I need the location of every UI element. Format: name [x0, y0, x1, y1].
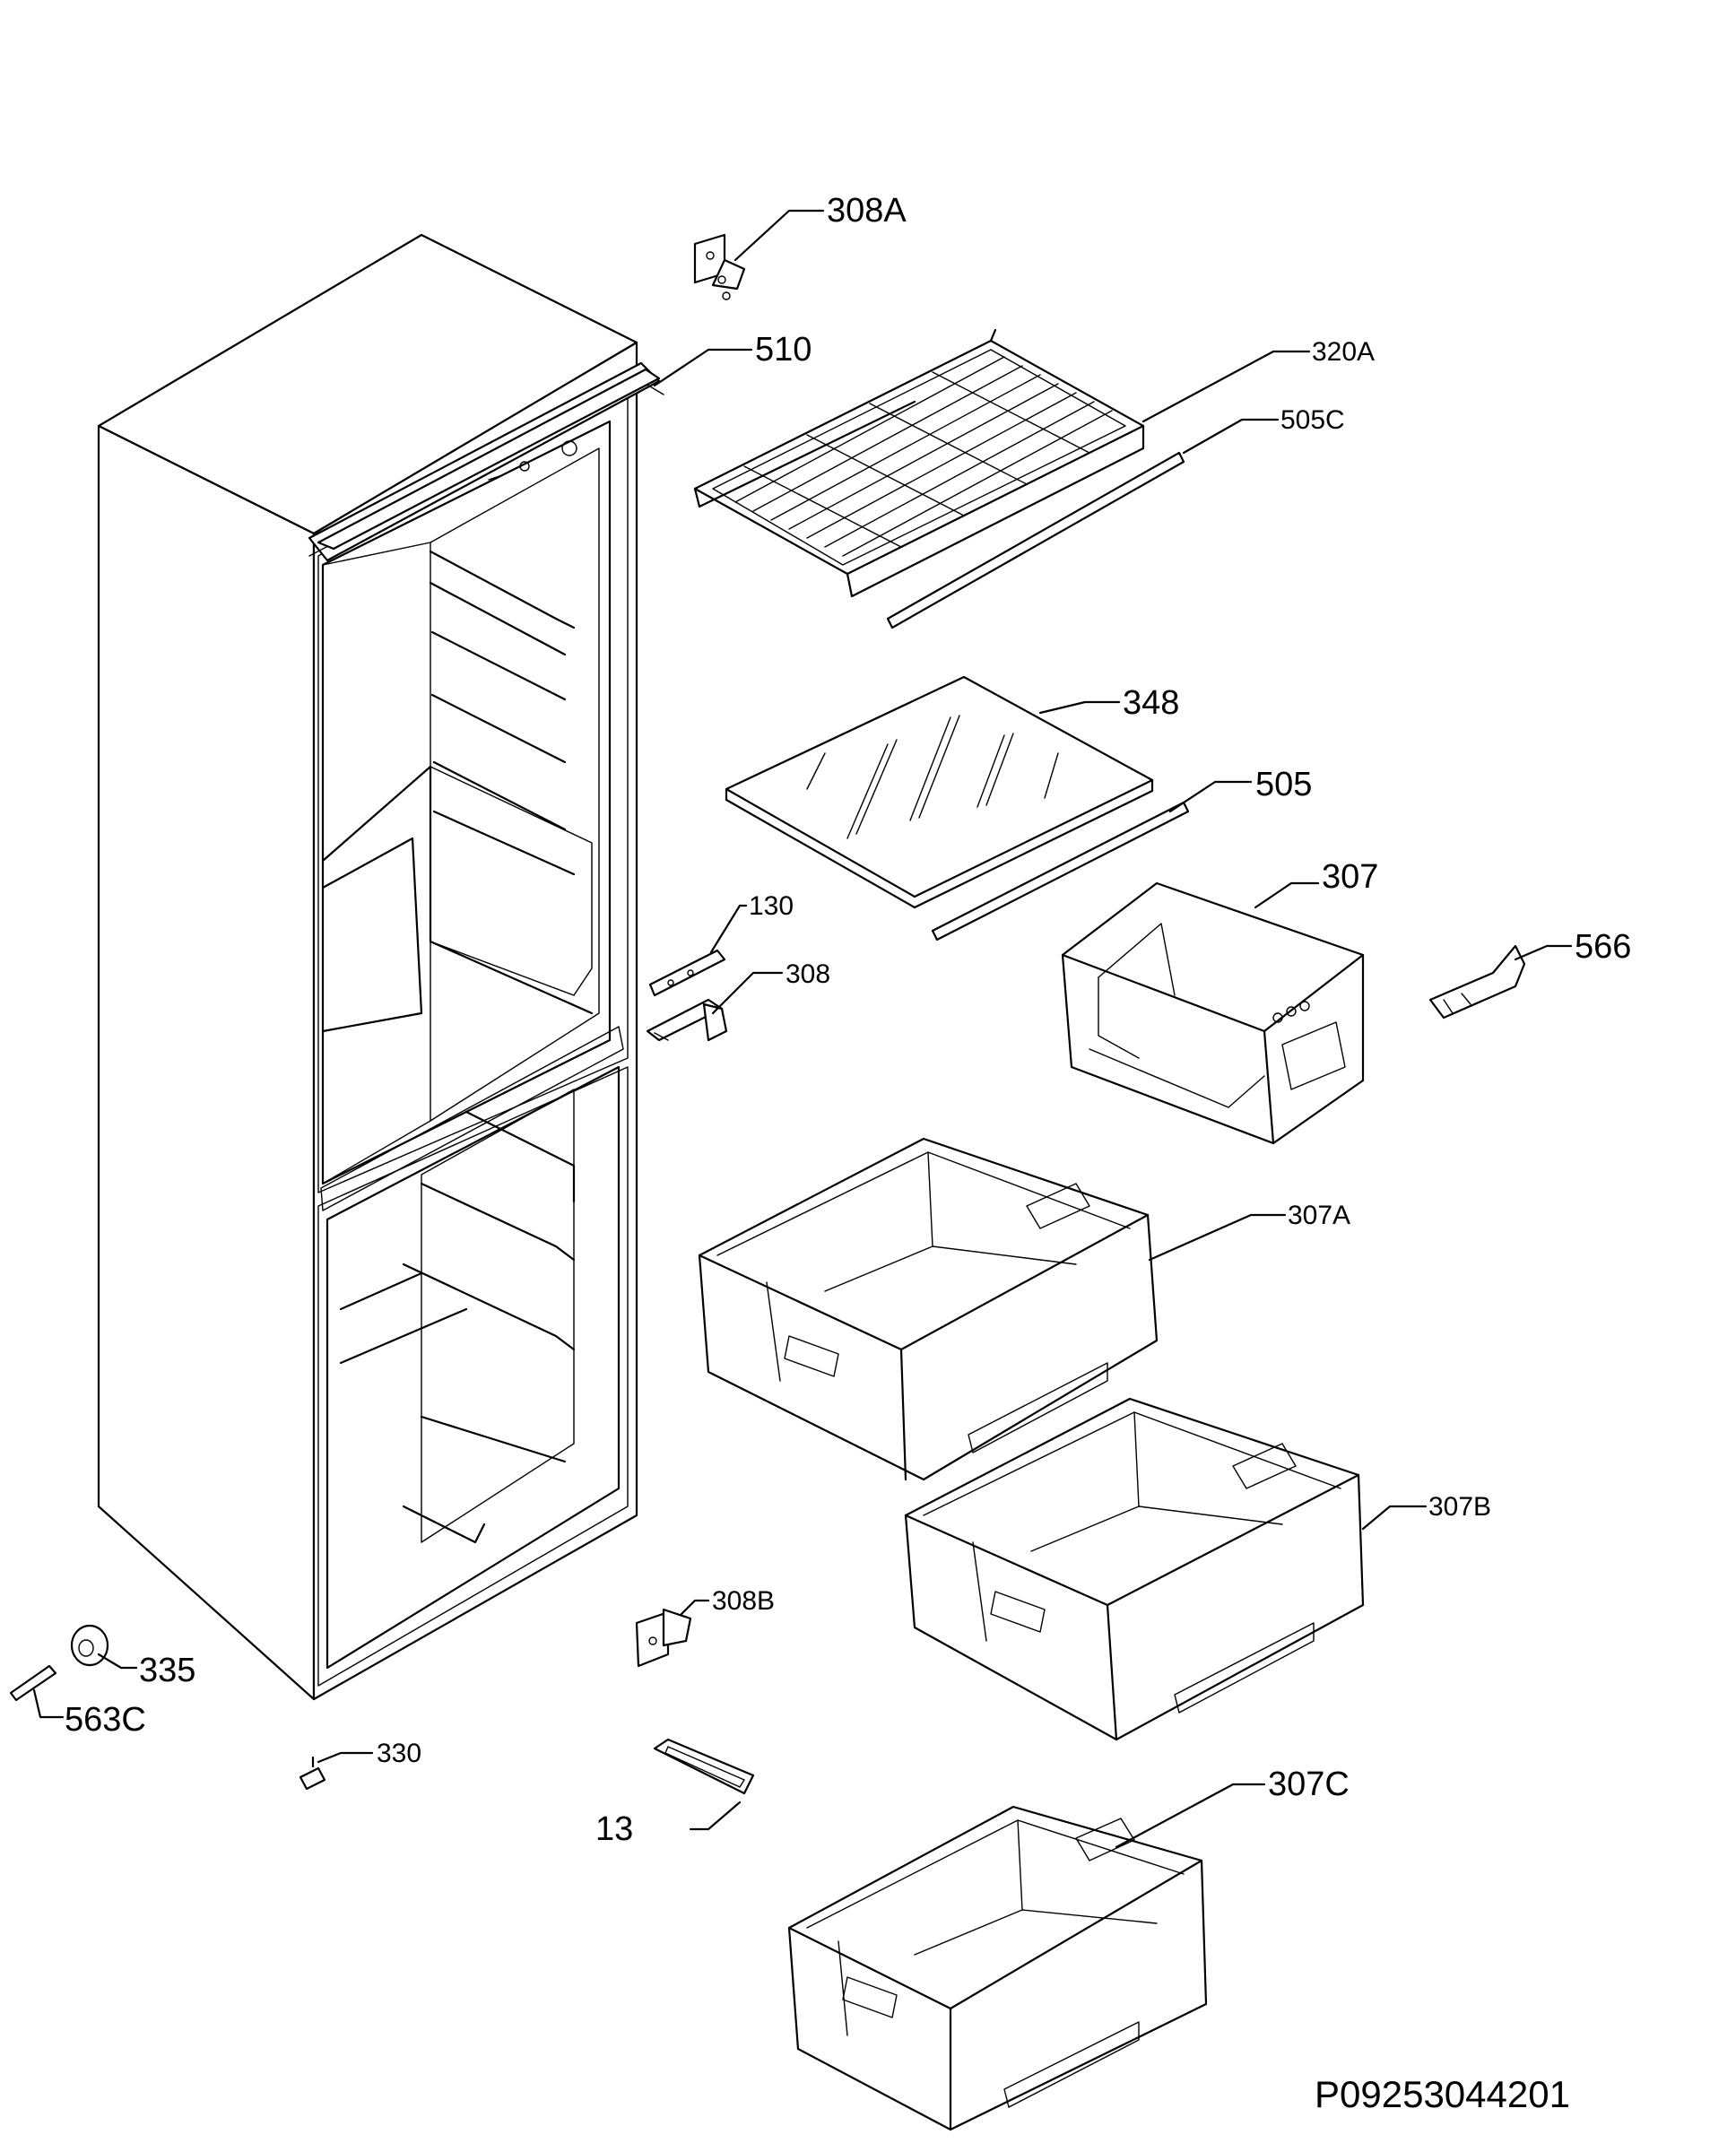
part-308B-bottom-hinge	[637, 1610, 690, 1666]
label-505: 505	[1255, 766, 1312, 803]
label-320A: 320A	[1312, 337, 1375, 367]
part-307A-crisper-drawer	[699, 1139, 1157, 1480]
part-307C-crisper-drawer	[789, 1807, 1206, 2130]
part-335-roller	[72, 1626, 108, 1665]
part-505-shelf-trim	[933, 803, 1188, 940]
part-563C-pin	[11, 1666, 56, 1700]
refrigerator-cabinet	[99, 235, 664, 1699]
label-505C: 505C	[1280, 405, 1345, 435]
label-307C: 307C	[1268, 1766, 1350, 1803]
label-307: 307	[1322, 858, 1378, 896]
label-330: 330	[377, 1739, 421, 1768]
part-13-slide-rail	[655, 1740, 753, 1793]
label-566: 566	[1575, 928, 1631, 966]
part-307-door-box	[1063, 883, 1363, 1143]
leader-lines	[34, 211, 1571, 1847]
label-308B: 308B	[712, 1586, 775, 1616]
label-335: 335	[139, 1652, 195, 1689]
label-348: 348	[1123, 684, 1179, 722]
part-348-glass-shelf	[726, 677, 1152, 907]
part-505C-shelf-trim	[888, 453, 1184, 628]
part-308A-top-hinge	[695, 235, 744, 299]
part-320A-wire-shelf	[695, 330, 1143, 596]
part-330-adjustable-foot	[300, 1757, 325, 1789]
label-307A: 307A	[1288, 1201, 1350, 1230]
part-labels: 308A 510 320A 505C 348 505 130 308 307 5…	[65, 192, 1631, 1848]
label-308: 308	[786, 959, 830, 989]
label-308A: 308A	[827, 192, 907, 230]
label-13: 13	[595, 1810, 633, 1848]
label-510: 510	[755, 331, 812, 369]
part-307B-crisper-drawer	[906, 1399, 1363, 1740]
label-307B: 307B	[1428, 1492, 1491, 1522]
part-566-handle-clip	[1430, 946, 1524, 1018]
drawing-code: P09253044201	[1315, 2073, 1570, 2115]
label-130: 130	[749, 891, 794, 921]
part-308-middle-hinge	[647, 1000, 726, 1040]
label-563C: 563C	[65, 1701, 146, 1739]
part-130-bracket	[650, 950, 725, 995]
